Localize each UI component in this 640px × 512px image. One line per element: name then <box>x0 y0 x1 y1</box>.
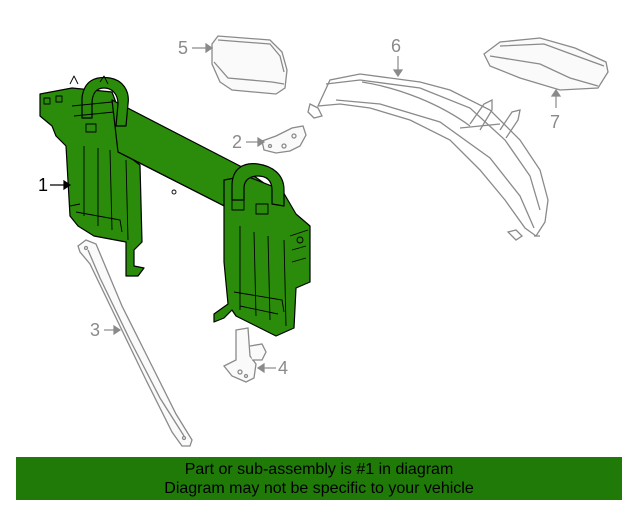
banner-line-2: Diagram may not be specific to your vehi… <box>164 480 474 497</box>
info-banner: Part or sub-assembly is #1 in diagram Di… <box>16 457 622 500</box>
callout-leaders-muted <box>104 42 562 374</box>
leader-7-arrow <box>550 88 562 97</box>
leader-6-arrow <box>392 69 404 78</box>
leader-4-arrow <box>256 362 265 374</box>
leader-1-arrow <box>63 179 72 191</box>
callout-1: 1 <box>38 175 48 195</box>
leader-3-arrow <box>113 324 122 336</box>
callout-6: 6 <box>391 36 401 56</box>
leader-5-arrow <box>205 42 214 54</box>
part-6-wind-deflector[interactable] <box>307 73 549 241</box>
part-3-strip[interactable] <box>77 239 193 447</box>
callout-5: 5 <box>178 38 188 58</box>
callout-4: 4 <box>278 358 288 378</box>
callout-leaders <box>50 179 72 191</box>
banner-line-1: Part or sub-assembly is #1 in diagram <box>184 461 454 478</box>
callout-3: 3 <box>90 320 100 340</box>
part-7-pad[interactable] <box>483 37 609 91</box>
callout-7: 7 <box>550 112 560 132</box>
parts-diagram: 1 2 3 4 5 6 7 <box>38 35 609 447</box>
callout-2: 2 <box>232 132 242 152</box>
part-1-main-frame[interactable] <box>39 75 311 337</box>
part-2-bracket[interactable] <box>261 125 307 154</box>
leader-2-arrow <box>257 136 266 148</box>
part-5-cover[interactable] <box>211 35 288 95</box>
part-4-hinge[interactable] <box>222 327 267 383</box>
